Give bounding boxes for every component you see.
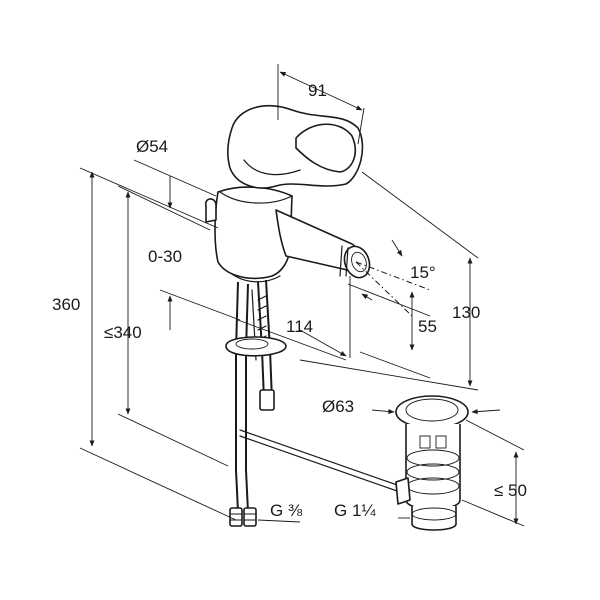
label-reach: 114 (286, 317, 313, 336)
label-width-top: 91 (308, 81, 327, 100)
supply-hoses (225, 279, 287, 527)
label-range: 0-30 (148, 247, 182, 266)
dimension-lines (79, 64, 525, 527)
label-height-total: 360 (52, 295, 80, 314)
mixer-body (204, 104, 371, 283)
label-thread-waste: G 1¼ (334, 501, 376, 520)
label-waste-height: ≤ 50 (494, 481, 527, 500)
label-spout-top: 130 (452, 303, 480, 322)
label-diameter-waste: Ø63 (322, 397, 354, 416)
label-spout-height: 55 (418, 317, 437, 336)
label-height-max: ≤340 (104, 323, 142, 342)
label-diameter-body: Ø54 (136, 137, 168, 156)
label-angle: 15° (410, 263, 436, 282)
label-thread-supply: G ⅜ (270, 501, 303, 520)
dimension-labels: 91 Ø54 0-30 360 ≤340 114 15° 55 130 Ø63 … (52, 81, 527, 520)
waste-assembly (395, 395, 469, 531)
pop-up-rod (239, 429, 401, 493)
